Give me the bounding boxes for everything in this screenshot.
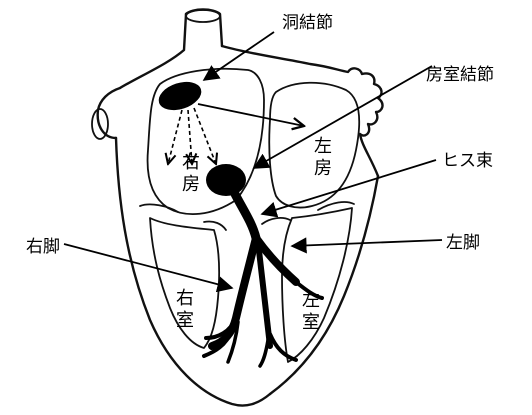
label-left-atrium-2: 房 <box>314 158 332 179</box>
label-right-ventricle-2: 室 <box>176 310 194 331</box>
vena-cava-opening <box>186 10 220 22</box>
arrow-dash-1 <box>168 110 182 164</box>
label-left-bundle: 左脚 <box>446 233 480 253</box>
mitral-fold <box>262 218 290 224</box>
vena-cava-top <box>186 10 222 47</box>
label-his-bundle: ヒス束 <box>442 151 493 171</box>
callout-av-node <box>254 66 432 168</box>
label-left-ventricle-2: 室 <box>302 312 320 333</box>
callout-left-bundle <box>292 240 442 246</box>
label-av-node: 房室結節 <box>426 65 494 85</box>
label-sa-node: 洞結節 <box>282 13 333 33</box>
left-purkinje-2 <box>260 340 268 366</box>
left-purkinje-1 <box>270 334 296 360</box>
callout-right-bundle <box>64 244 232 288</box>
callout-his-bundle <box>262 160 436 214</box>
left-ventricle-outline <box>282 208 352 362</box>
label-left-ventricle-1: 左 <box>302 290 320 311</box>
label-right-atrium-2: 房 <box>182 174 200 195</box>
arrow-to-left-atrium <box>198 104 304 126</box>
av-node <box>206 164 246 196</box>
his-bundle <box>234 192 256 238</box>
label-right-atrium-1: 右 <box>182 152 200 173</box>
external-labels: 洞結節 房室結節 ヒス束 右脚 左脚 <box>26 13 494 257</box>
label-left-atrium-1: 左 <box>314 136 332 157</box>
outer-right-wall <box>270 176 378 394</box>
label-right-ventricle-1: 右 <box>176 288 194 309</box>
label-right-bundle: 右脚 <box>26 237 60 257</box>
left-vessel <box>98 88 120 138</box>
left-outer-upper <box>120 14 186 88</box>
